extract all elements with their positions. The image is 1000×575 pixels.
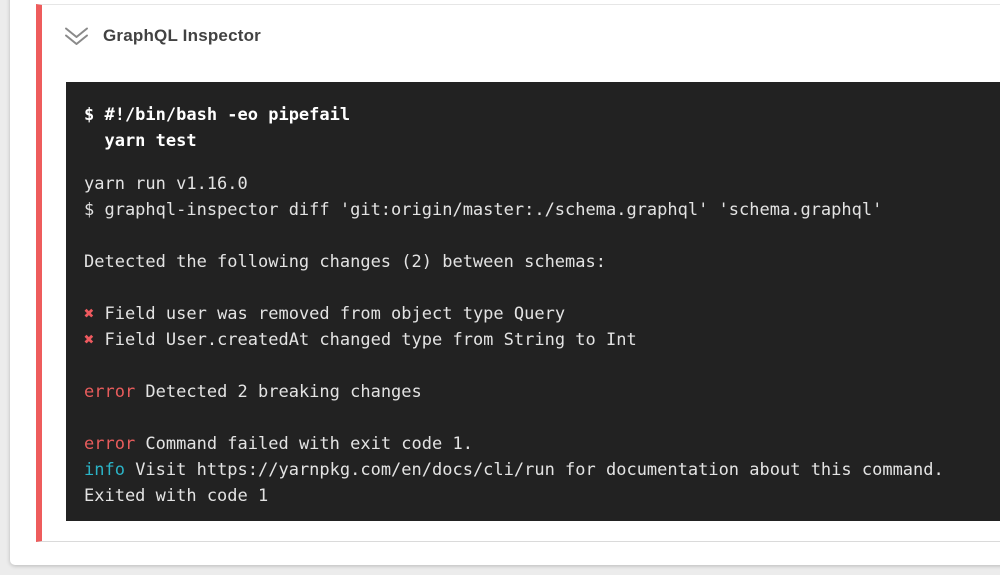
terminal-line: info Visit https://yarnpkg.com/en/docs/c… (84, 460, 944, 480)
chevrons-down-icon[interactable] (63, 25, 90, 48)
terminal-line (84, 275, 1000, 301)
failed-step-section: GraphQL Inspector $ #!/bin/bash -eo pipe… (36, 4, 1000, 542)
terminal-line: error Detected 2 breaking changes (84, 382, 422, 402)
terminal-line: error Command failed with exit code 1. (84, 434, 473, 454)
terminal-log-block: yarn run v1.16.0 $ graphql-inspector diff… (84, 171, 1000, 509)
terminal-line: Detected the following changes (2) betwe… (84, 252, 606, 272)
terminal-line: ✖ Field User.createdAt changed type from… (84, 330, 637, 350)
terminal-line: $ graphql-inspector diff 'git:origin/mas… (84, 200, 883, 220)
step-title: GraphQL Inspector (103, 26, 262, 45)
terminal-line (84, 223, 1000, 249)
terminal-line: ✖ Field user was removed from object typ… (84, 304, 566, 324)
terminal-line: $ #!/bin/bash -eo pipefail (84, 105, 351, 125)
terminal-line: yarn test (84, 131, 197, 151)
terminal-line (84, 405, 1000, 431)
terminal-line: yarn run v1.16.0 (84, 174, 248, 194)
terminal-command-block: $ #!/bin/bash -eo pipefail yarn test (84, 102, 1000, 154)
build-step-card: GraphQL Inspector $ #!/bin/bash -eo pipe… (10, 0, 1000, 565)
terminal-line: Exited with code 1 (84, 486, 269, 506)
terminal-line (84, 353, 1000, 379)
step-header[interactable]: GraphQL Inspector (42, 5, 1000, 67)
terminal-output: $ #!/bin/bash -eo pipefail yarn test yar… (66, 82, 1000, 521)
